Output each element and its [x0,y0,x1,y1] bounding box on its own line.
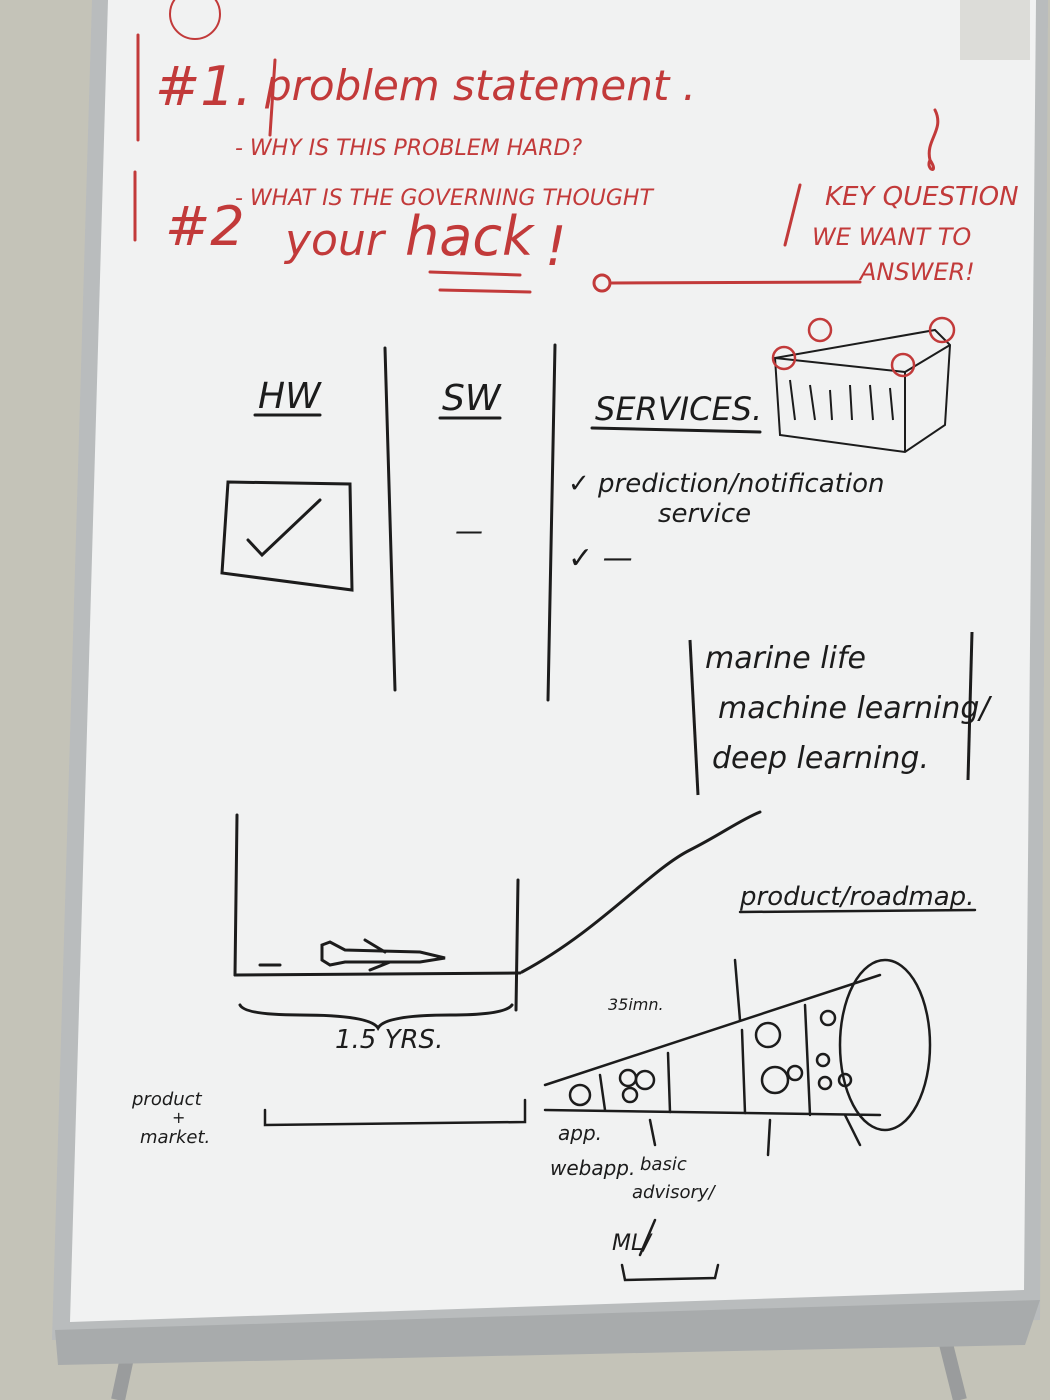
item2-number: #2 [165,195,245,258]
red-strokes [133,0,940,294]
service-item1-line1: ✓ prediction/notification [568,469,884,499]
roadmap-cone [263,908,977,1282]
key-question-line1: KEY QUESTION [825,182,1019,212]
sketch-cube [773,328,952,454]
left-label-product: product [131,1089,203,1110]
timeline-sketch [233,810,762,1031]
note-box-brackets [688,631,974,796]
item1-number: #1. [155,55,252,118]
key-question-line2: WE WANT TO [812,223,971,251]
item2-hack: hack [405,205,536,268]
service-item1-line2: service [658,499,751,529]
column-sw: SW [442,378,502,419]
marker-tray [55,1300,1040,1365]
left-label-plus: + [172,1108,185,1127]
bullet-governing-thought: - WHAT IS THE GOVERNING THOUGHT [235,186,654,211]
key-question-line3: ANSWER! [858,258,975,286]
paper-roll [960,0,1030,60]
item1-title: problem statement . [264,61,696,110]
column-hw: HW [258,376,322,417]
item2-your: your [283,215,387,266]
note-line3: deep learning. [712,741,929,776]
column-services: SERVICES. [595,390,762,428]
roadmap-webapp-label: webapp. [550,1156,635,1180]
roadmap-sim-label: 35imn. [608,995,664,1014]
bullet-why-hard: - WHY IS THIS PROBLEM HARD? [235,136,582,161]
cube-red-circles [771,316,956,378]
board-surface [70,0,1036,1322]
roadmap-title: product/roadmap. [739,882,974,912]
left-label-market: market. [140,1127,210,1148]
timeline-duration: 1.5 YRS. [335,1025,443,1055]
sw-dash: — [455,514,483,547]
roadmap-app-label: app. [558,1121,602,1145]
service-item2: ✓ — [568,541,633,576]
column-strokes [220,343,762,702]
roadmap-ml-label: ML/ [612,1231,653,1256]
roadmap-advisory-label: advisory/ [632,1182,717,1203]
note-line1: marine life [705,641,866,676]
roadmap-basic-label: basic [640,1154,687,1175]
item2-exclamation: ! [545,215,567,278]
note-line2: machine learning/ [718,691,992,726]
